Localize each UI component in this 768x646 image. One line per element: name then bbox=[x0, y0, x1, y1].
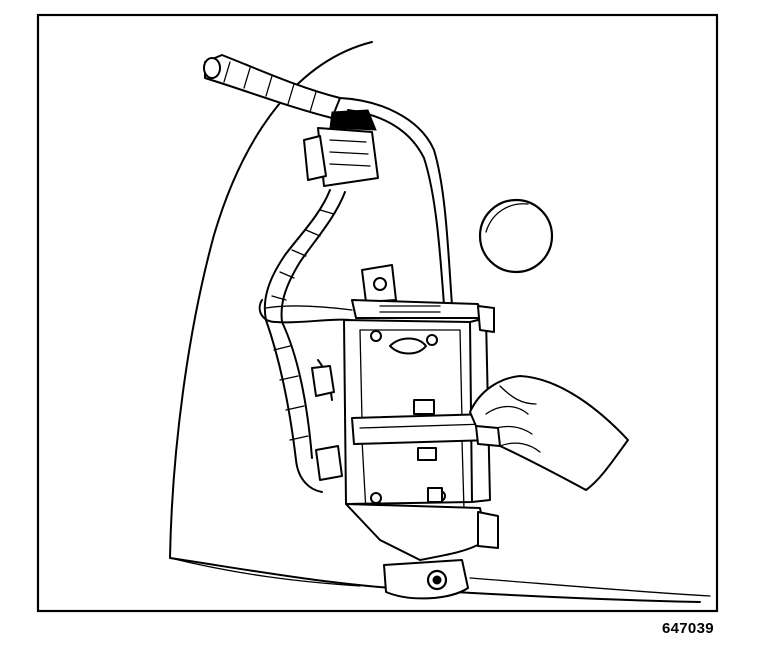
technician-hand bbox=[469, 375, 629, 491]
module-bracket bbox=[343, 264, 499, 561]
harness-connector bbox=[303, 109, 379, 187]
module-pigtail bbox=[311, 359, 343, 481]
retaining-strap bbox=[351, 399, 493, 445]
figure-id-label: 647039 bbox=[662, 620, 714, 637]
body-panel bbox=[169, 41, 711, 603]
illustration-frame bbox=[36, 13, 719, 613]
mounting-foot bbox=[383, 559, 469, 600]
access-hole bbox=[478, 198, 554, 274]
wiring-harness bbox=[203, 54, 453, 493]
